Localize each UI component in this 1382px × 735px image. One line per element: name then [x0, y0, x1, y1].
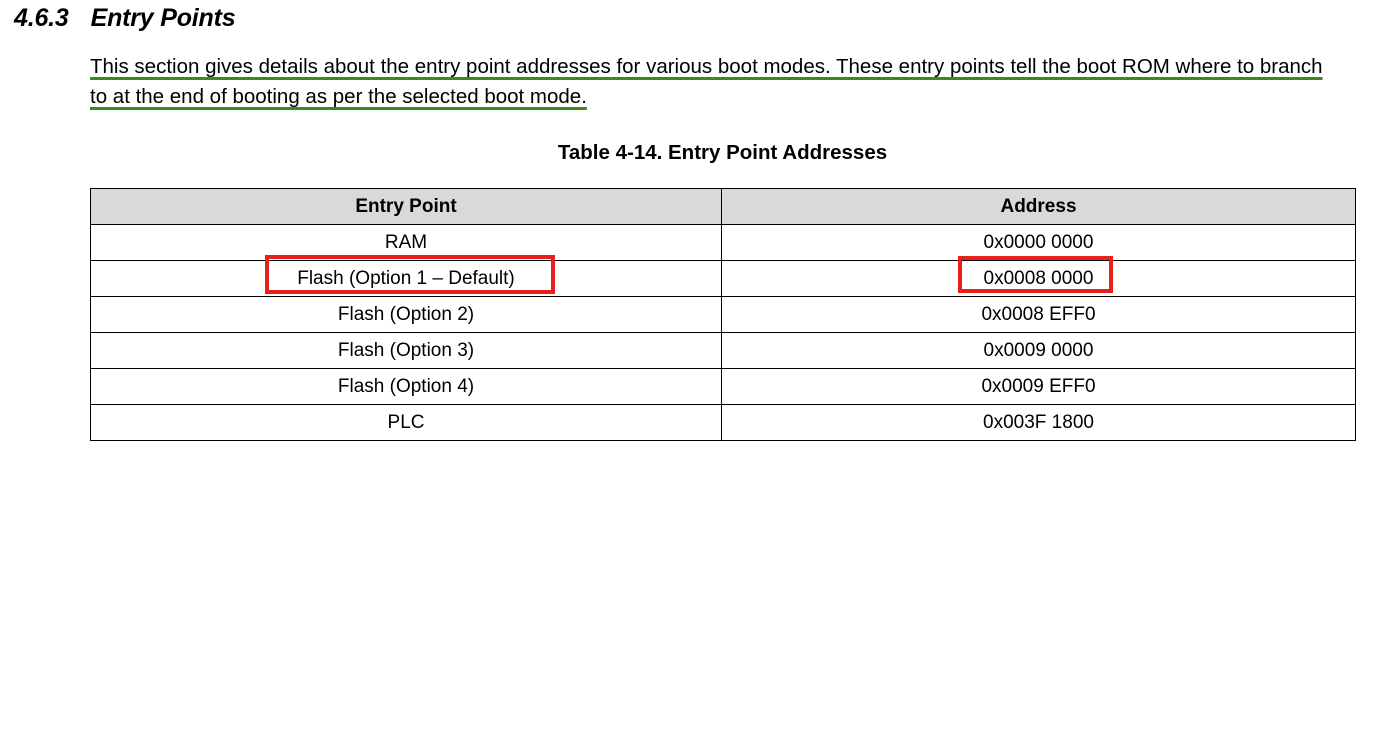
cell-entry-point: Flash (Option 1 – Default) [90, 260, 722, 297]
cell-address: 0x0009 EFF0 [721, 368, 1356, 405]
cell-address: 0x0008 EFF0 [721, 296, 1356, 333]
cell-entry-point: Flash (Option 4) [90, 368, 722, 405]
cell-entry-point: PLC [90, 404, 722, 441]
section-number: 4.6.3 [14, 4, 69, 32]
table-row: Flash (Option 3) 0x0009 0000 [90, 332, 1356, 369]
table-row: Flash (Option 1 – Default) 0x0008 0000 [90, 260, 1356, 297]
table-row: Flash (Option 2) 0x0008 EFF0 [90, 296, 1356, 333]
table-row: Flash (Option 4) 0x0009 EFF0 [90, 368, 1356, 405]
column-header-address: Address [721, 188, 1356, 225]
cell-address: 0x003F 1800 [721, 404, 1356, 441]
table-row: RAM 0x0000 0000 [90, 224, 1356, 261]
cell-address: 0x0009 0000 [721, 332, 1356, 369]
intro-paragraph-text: This section gives details about the ent… [90, 55, 1323, 108]
cell-address: 0x0008 0000 [721, 260, 1356, 297]
table-caption: Table 4-14. Entry Point Addresses [557, 141, 888, 164]
cell-entry-point: Flash (Option 2) [90, 296, 722, 333]
cell-entry-point: Flash (Option 3) [90, 332, 722, 369]
table-header-row: Entry Point Address [90, 188, 1356, 225]
cell-entry-point: RAM [90, 224, 722, 261]
cell-address: 0x0000 0000 [721, 224, 1356, 261]
column-header-entry-point: Entry Point [90, 188, 722, 225]
table-row: PLC 0x003F 1800 [90, 404, 1356, 441]
entry-point-table: Entry Point Address RAM 0x0000 0000 Flas… [90, 188, 1356, 441]
intro-paragraph: This section gives details about the ent… [90, 52, 1345, 112]
section-heading: 4.6.3 Entry Points [14, 4, 236, 33]
section-title: Entry Points [90, 4, 236, 32]
